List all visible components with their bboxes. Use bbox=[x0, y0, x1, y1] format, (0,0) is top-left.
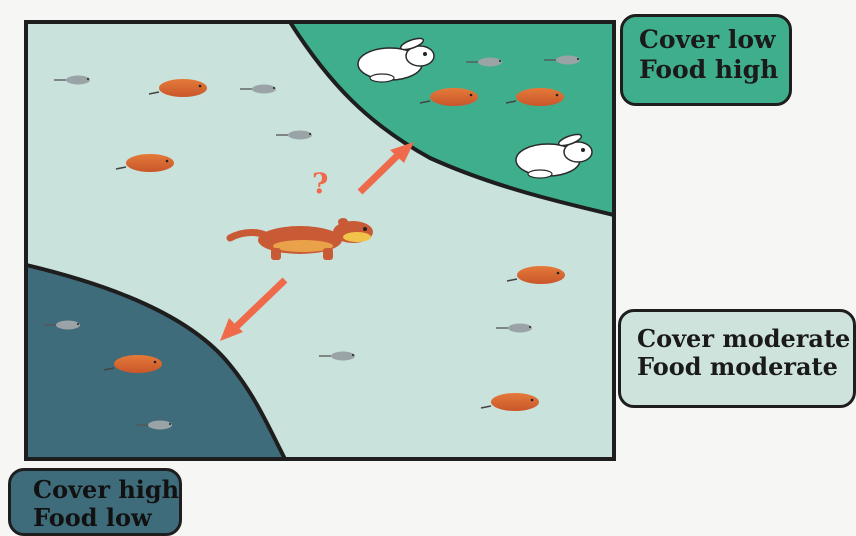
question-mark: ? bbox=[312, 167, 328, 200]
label-cover-high-food-low: Cover high Food low bbox=[8, 468, 182, 536]
label-bottom-line1: Cover high bbox=[33, 476, 179, 504]
label-middle-line2: Food moderate bbox=[637, 353, 853, 381]
label-top-line1: Cover low bbox=[639, 25, 789, 55]
label-top-line2: Food high bbox=[639, 55, 789, 85]
label-middle-line1: Cover moderate bbox=[637, 325, 853, 353]
label-bottom-line2: Food low bbox=[33, 504, 179, 532]
label-cover-low-food-high: Cover low Food high bbox=[620, 14, 792, 106]
label-cover-moderate-food-moderate: Cover moderate Food moderate bbox=[618, 309, 856, 408]
